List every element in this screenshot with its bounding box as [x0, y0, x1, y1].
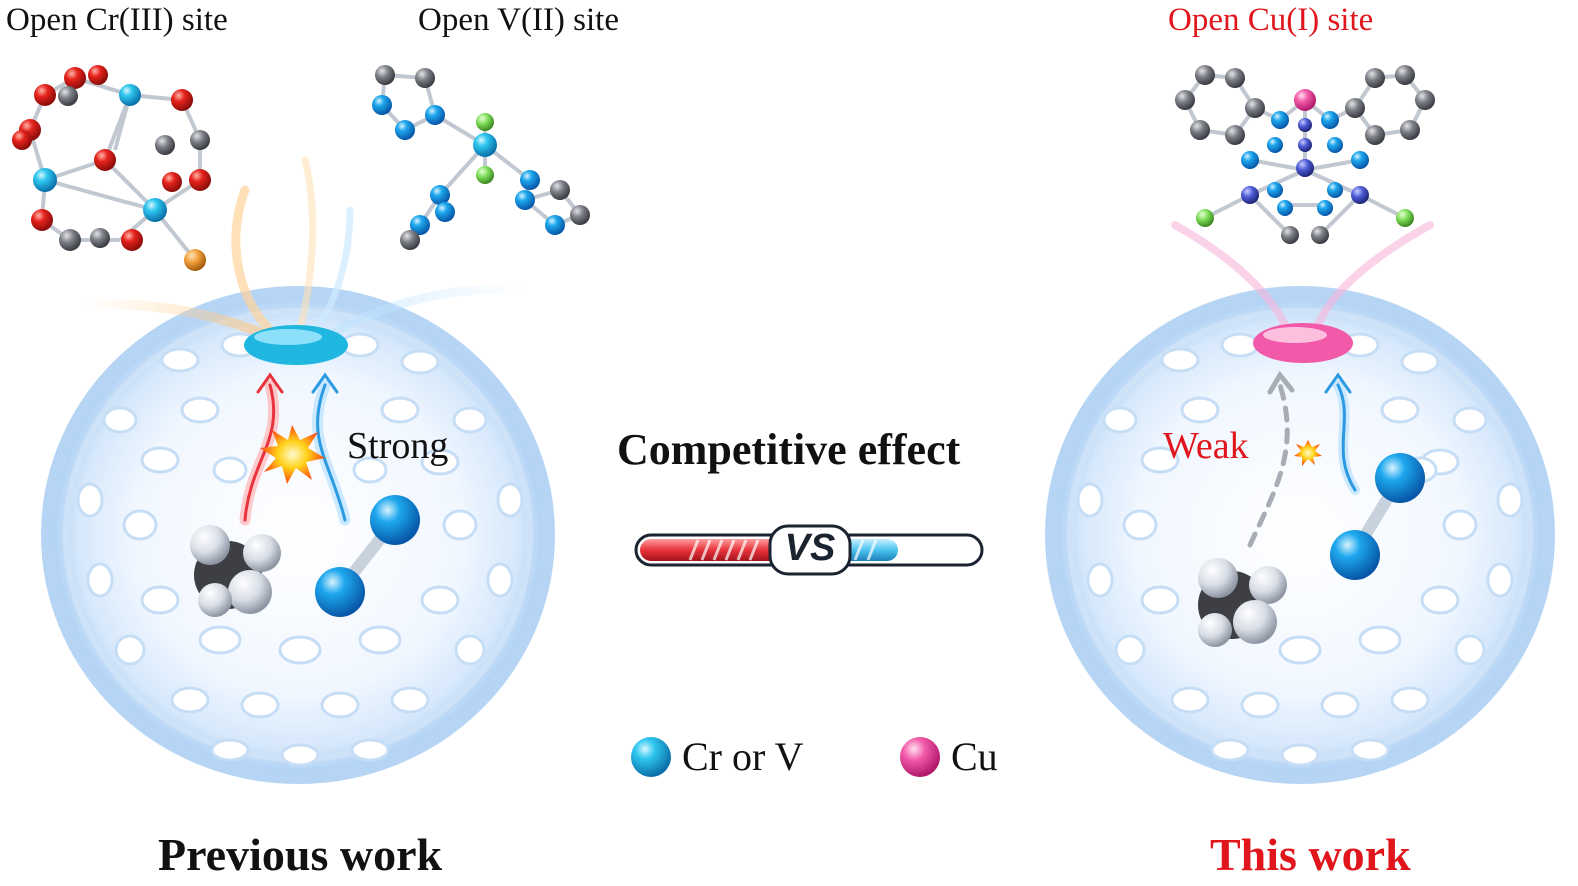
atoms-cr-site	[12, 65, 211, 271]
molecule-n2-left	[315, 495, 420, 617]
label-weak: Weak	[1163, 425, 1249, 467]
open-site-cu	[1253, 323, 1353, 363]
glow-streaks-left	[75, 156, 530, 340]
explosion-icon	[260, 425, 325, 484]
label-open-cu-site: Open Cu(I) site	[1168, 2, 1374, 38]
molecule-ch4-right	[1198, 558, 1287, 647]
open-site-crv	[244, 325, 348, 365]
label-competitive-effect: Competitive effect	[617, 425, 961, 474]
molecule-v-site	[380, 73, 582, 242]
glow-streaks-right	[1171, 221, 1434, 329]
competition-bar	[634, 524, 984, 576]
legend-label-cr-v: Cr or V	[682, 734, 804, 779]
small-explosion-icon	[1294, 440, 1322, 466]
label-open-v-site: Open V(II) site	[418, 2, 619, 38]
label-open-cr-site: Open Cr(III) site	[6, 2, 228, 38]
cage-sphere-right	[1045, 286, 1555, 784]
atoms-v-site	[372, 65, 590, 250]
molecule-n2-right	[1330, 453, 1425, 580]
cage-sphere-left	[41, 286, 555, 784]
molecule-ch4-left	[190, 525, 281, 617]
atoms-cu-site	[1175, 65, 1435, 244]
vs-badge: VS	[784, 527, 836, 569]
legend-swatches	[631, 737, 940, 777]
label-previous-work: Previous work	[158, 829, 443, 880]
legend-label-cu: Cu	[951, 734, 998, 779]
label-this-work: This work	[1210, 829, 1411, 880]
label-strong: Strong	[347, 425, 449, 467]
interaction-arrows-right	[1247, 370, 1360, 548]
